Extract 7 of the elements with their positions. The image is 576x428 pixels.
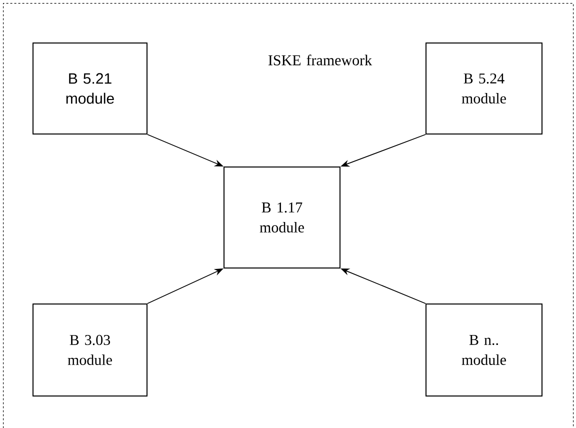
module-box: B 5.21 module <box>32 42 148 134</box>
module-box: B 1.17 module <box>224 166 340 268</box>
module-box: B 5.24 module <box>426 42 542 134</box>
frame <box>3 3 574 428</box>
module-box: B n.. module <box>426 304 542 396</box>
frame-title: ISKE framework <box>268 54 372 66</box>
module-box: B 3.03 module <box>32 304 148 396</box>
